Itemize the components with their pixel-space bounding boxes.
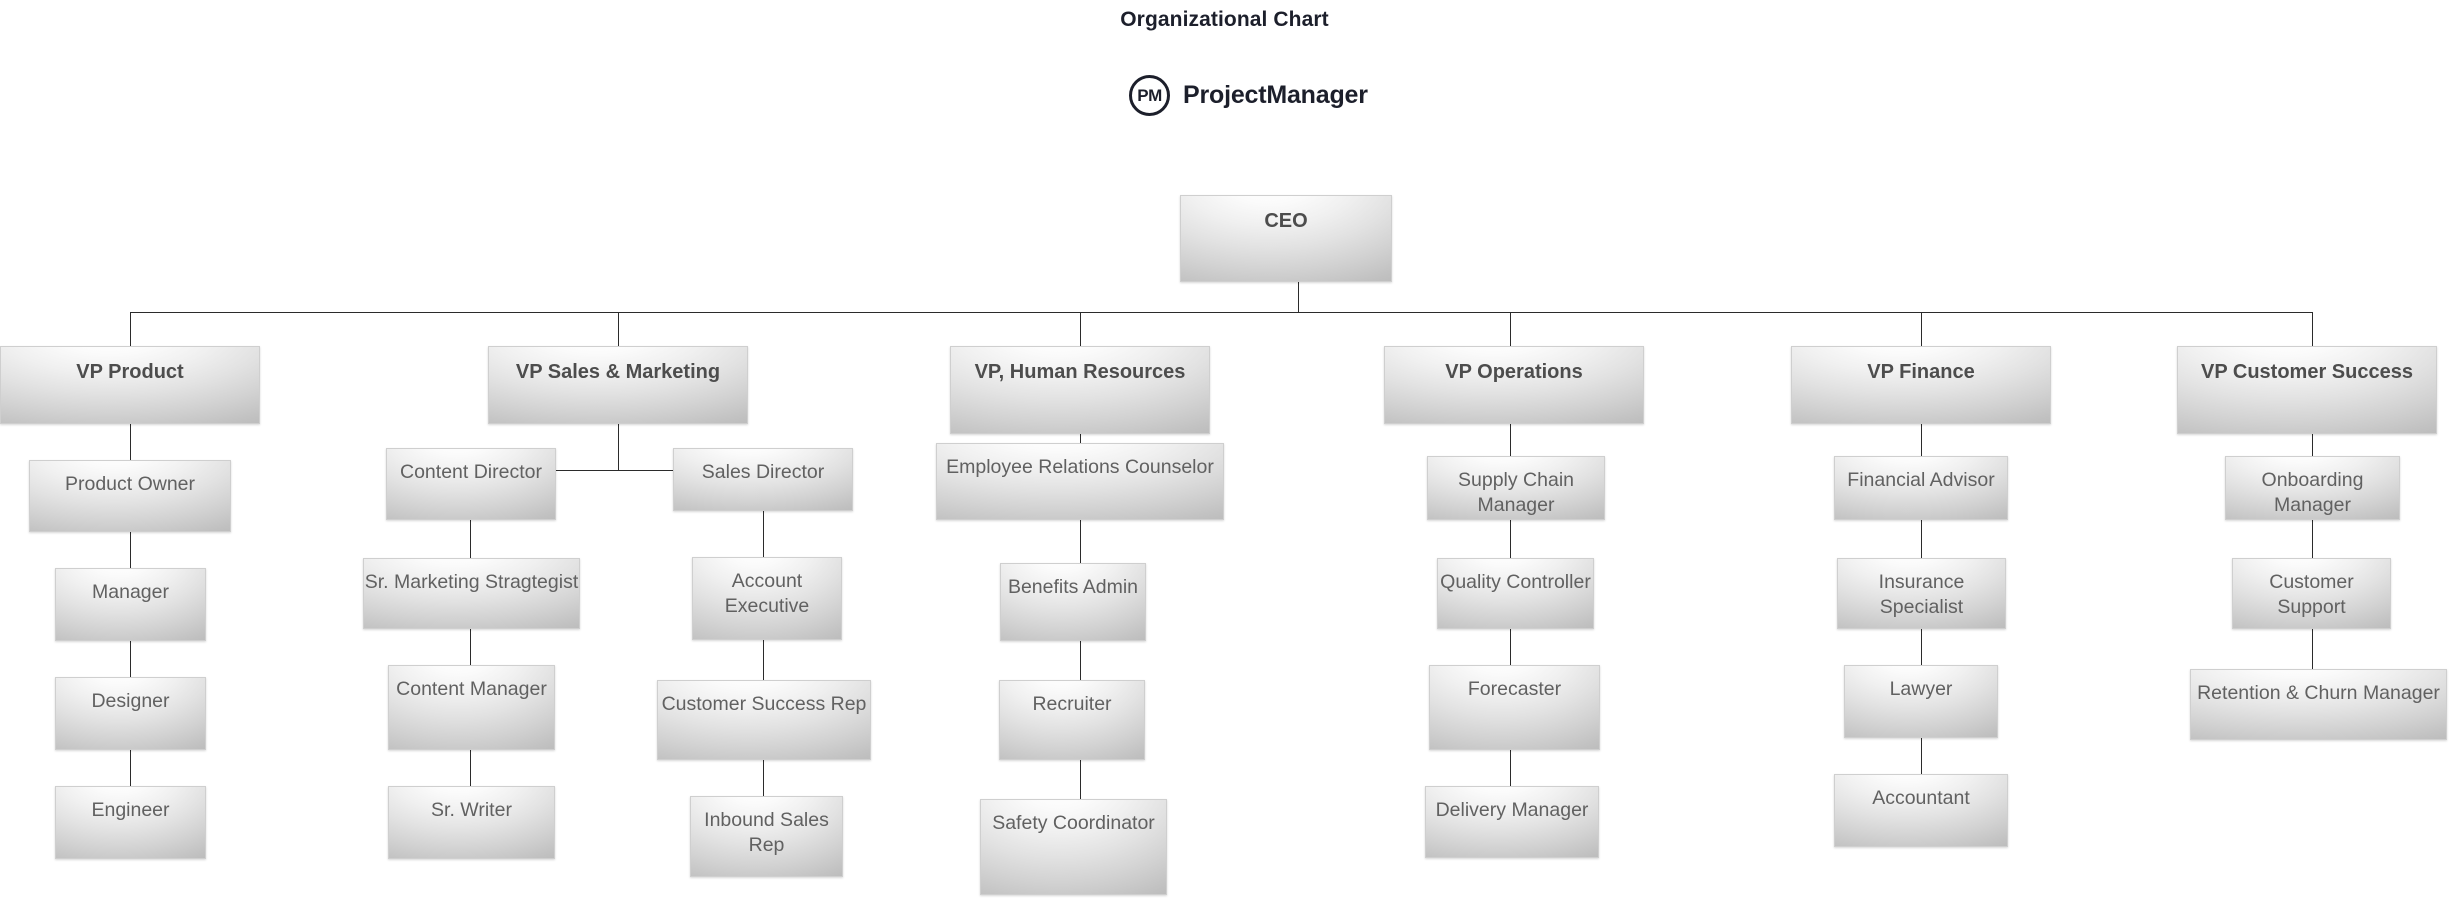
connector-drop-vp-hr — [1080, 312, 1081, 346]
node-vp-operations[interactable]: VP Operations — [1384, 346, 1644, 424]
connector-lawyer-accountant — [1921, 738, 1922, 774]
node-vp-customer-success[interactable]: VP Customer Success — [2177, 346, 2437, 434]
node-quality-controller[interactable]: Quality Controller — [1437, 558, 1594, 629]
node-sales-director[interactable]: Sales Director — [673, 448, 853, 511]
connector-customersupport-retentionchurn — [2312, 629, 2313, 669]
node-onboarding-manager[interactable]: Onboarding Manager — [2225, 456, 2400, 520]
connector-onboardingmanager-customersupport — [2312, 520, 2313, 558]
node-product-owner[interactable]: Product Owner — [29, 460, 231, 532]
connector-insurancespecialist-lawyer — [1921, 629, 1922, 665]
connector-vpcs-onboardingmanager — [2312, 434, 2313, 456]
connector-vpfinance-financialadvisor — [1921, 424, 1922, 456]
connector-ceo-stem — [1298, 282, 1299, 313]
connector-accountexec-customersuccessrep — [763, 640, 764, 680]
connector-contentmanager-srwriter — [470, 750, 471, 786]
connector-financialadvisor-insurancespecialist — [1921, 520, 1922, 558]
node-employee-relations-counselor[interactable]: Employee Relations Counselor — [936, 443, 1224, 520]
project-manager-circle-icon: PM — [1129, 75, 1170, 116]
connector-customersuccessrep-inboundsalesrep — [763, 760, 764, 796]
connector-drop-vp-sales — [618, 312, 619, 346]
node-engineer[interactable]: Engineer — [55, 786, 206, 859]
node-vp-sales-marketing[interactable]: VP Sales & Marketing — [488, 346, 748, 424]
node-benefits-admin[interactable]: Benefits Admin — [1000, 563, 1146, 641]
connector-vp-bus — [130, 312, 2312, 313]
node-recruiter[interactable]: Recruiter — [999, 680, 1145, 760]
connector-qualitycontroller-forecaster — [1510, 629, 1511, 665]
node-designer[interactable]: Designer — [55, 677, 206, 750]
connector-contentdirector-srmarketing — [470, 520, 471, 558]
node-lawyer[interactable]: Lawyer — [1844, 665, 1998, 738]
node-content-director[interactable]: Content Director — [386, 448, 556, 520]
node-forecaster[interactable]: Forecaster — [1429, 665, 1600, 750]
connector-salesdirector-accountexec — [763, 511, 764, 557]
node-account-executive[interactable]: Account Executive — [692, 557, 842, 640]
connector-employeerelations-benefitsadmin — [1080, 520, 1081, 563]
connector-drop-vp-product — [130, 312, 131, 346]
node-sr-writer[interactable]: Sr. Writer — [388, 786, 555, 859]
connector-drop-vp-operations — [1510, 312, 1511, 346]
node-content-manager[interactable]: Content Manager — [388, 665, 555, 750]
connector-drop-vp-customer-success — [2312, 312, 2313, 346]
brand-lockup: PM ProjectManager — [1129, 75, 1368, 116]
connector-recruiter-safetycoordinator — [1080, 760, 1081, 799]
node-vp-finance[interactable]: VP Finance — [1791, 346, 2051, 424]
connector-forecaster-deliverymanager — [1510, 750, 1511, 786]
node-supply-chain-manager[interactable]: Supply Chain Manager — [1427, 456, 1605, 520]
node-manager[interactable]: Manager — [55, 568, 206, 641]
connector-vpops-supplychain — [1510, 424, 1511, 456]
connector-supplychain-qualitycontroller — [1510, 520, 1511, 558]
brand-initials: PM — [1137, 86, 1162, 105]
node-accountant[interactable]: Accountant — [1834, 774, 2008, 847]
node-inbound-sales-rep[interactable]: Inbound Sales Rep — [690, 796, 843, 877]
node-ceo[interactable]: CEO — [1180, 195, 1392, 282]
node-financial-advisor[interactable]: Financial Advisor — [1834, 456, 2008, 520]
node-sr-marketing-stragtegist[interactable]: Sr. Marketing Stragtegist — [363, 558, 580, 629]
node-delivery-manager[interactable]: Delivery Manager — [1425, 786, 1599, 858]
node-vp-product[interactable]: VP Product — [0, 346, 260, 424]
connector-vpsales-stem — [618, 424, 619, 470]
connector-srmarketing-contentmanager — [470, 629, 471, 665]
node-vp-human-resources[interactable]: VP, Human Resources — [950, 346, 1210, 434]
node-insurance-specialist[interactable]: Insurance Specialist — [1837, 558, 2006, 629]
page-title: Organizational Chart — [1120, 8, 1329, 31]
connector-designer-engineer — [130, 750, 131, 786]
node-safety-coordinator[interactable]: Safety Coordinator — [980, 799, 1167, 895]
node-retention-churn-manager[interactable]: Retention & Churn Manager — [2190, 669, 2447, 740]
connector-manager-designer — [130, 641, 131, 677]
node-customer-success-rep[interactable]: Customer Success Rep — [657, 680, 871, 760]
connector-benefitsadmin-recruiter — [1080, 641, 1081, 680]
connector-vpsales-split-bus — [470, 470, 684, 471]
connector-drop-vp-finance — [1921, 312, 1922, 346]
brand-name: ProjectManager — [1183, 81, 1368, 109]
node-customer-support[interactable]: Customer Support — [2232, 558, 2391, 629]
connector-vpproduct-productowner — [130, 424, 131, 460]
connector-productowner-manager — [130, 532, 131, 568]
